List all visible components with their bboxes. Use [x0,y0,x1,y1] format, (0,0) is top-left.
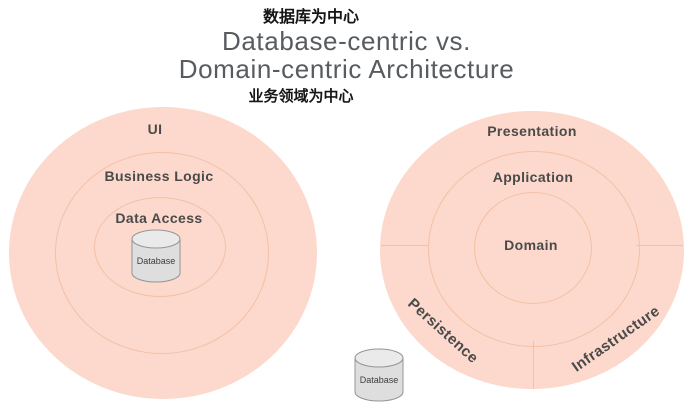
right-ring-divider-left [381,245,429,246]
left-middle-ring [55,152,269,354]
left-database-cylinder-icon: Database [131,229,181,283]
right-ring-divider-bottom [533,341,534,389]
right-ring-divider-right [636,245,683,246]
title-line-2: Domain-centric Architecture [178,54,515,84]
right-database-label: Database [360,375,399,385]
slide-title: Database-centric vs. Domain-centric Arch… [0,27,693,83]
title-line-1: Database-centric vs. [222,26,471,56]
right-layer-presentation: Presentation [487,123,577,139]
left-layer-business-logic: Business Logic [104,168,214,184]
right-inner-ring [474,192,592,304]
left-inner-ring [94,197,226,297]
right-layer-application: Application [492,169,574,185]
left-layer-ui: UI [147,121,163,137]
right-layer-domain: Domain [504,237,558,253]
left-layer-data-access: Data Access [115,210,203,226]
caption-database-centric-zh: 数据库为中心 [262,9,360,26]
right-database-cylinder-icon: Database [354,348,404,402]
cylinder-body [131,239,181,283]
cylinder-top [354,348,404,368]
right-middle-ring [428,151,640,347]
cylinder-top [131,229,181,249]
cylinder-body [354,358,404,402]
caption-domain-centric-zh: 业务领域为中心 [248,88,354,105]
left-database-label: Database [137,256,176,266]
